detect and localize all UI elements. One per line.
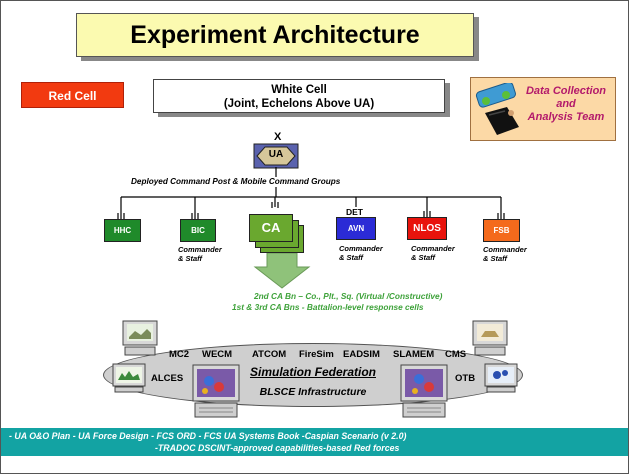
unit-avn: AVN	[336, 217, 376, 240]
data-analyst-icon	[475, 83, 519, 135]
data-collection-line1: Data Collection	[525, 85, 607, 97]
references-bar	[1, 428, 628, 456]
commander-staff-avn: Commander & Staff	[339, 244, 383, 262]
computer-terminal-icon	[192, 364, 240, 418]
commander-staff-nlos-line2: & Staff	[411, 253, 436, 262]
unit-hhc: HHC	[104, 219, 141, 242]
computer-terminal-icon	[112, 363, 146, 393]
ua-label: UA	[268, 149, 284, 160]
unit-nlos: NLOS	[407, 217, 447, 240]
commander-staff-fsb: Commander & Staff	[483, 245, 527, 263]
data-collection-label: Data Collection and Analysis Team	[522, 85, 610, 124]
military-unit-symbol-icon	[253, 143, 299, 169]
sim-mc2: MC2	[169, 349, 190, 360]
commander-staff-avn-line1: Commander	[339, 244, 383, 253]
simulation-federation-label: Simulation Federation	[249, 365, 376, 379]
blsce-infrastructure-label: BLSCE Infrastructure	[259, 386, 367, 398]
ua-echelon-mark: X	[274, 131, 282, 143]
green-note-1: 2nd CA Bn – Co., Plt., Sq. (Virtual /Con…	[254, 291, 443, 301]
down-arrow-icon	[253, 253, 311, 289]
sim-alces: ALCES	[151, 373, 184, 384]
computer-terminal-icon	[472, 320, 508, 356]
simulation-federation-ellipse	[103, 343, 523, 407]
commander-staff-avn-line2: & Staff	[339, 253, 364, 262]
commander-staff-nlos-line1: Commander	[411, 244, 455, 253]
red-cell-box: Red Cell	[21, 82, 124, 108]
commander-staff-bic-line2: & Staff	[178, 254, 203, 263]
white-cell-box: White Cell (Joint, Echelons Above UA)	[153, 79, 445, 113]
slide-title: Experiment Architecture	[76, 13, 474, 57]
sim-otb: OTB	[455, 373, 476, 384]
avn-prefix: DET	[346, 207, 363, 217]
computer-terminal-icon	[484, 363, 518, 393]
sim-wecm: WECM	[202, 349, 233, 360]
computer-terminal-icon	[400, 364, 448, 418]
deployed-command-label: Deployed Command Post & Mobile Command G…	[131, 177, 341, 186]
data-collection-line2: and	[556, 98, 576, 110]
green-note-2: 1st & 3rd CA Bns - Battalion-level respo…	[232, 302, 424, 312]
references-line-1: - UA O&O Plan - UA Force Design - FCS OR…	[9, 431, 407, 441]
commander-staff-bic-line1: Commander	[178, 245, 222, 254]
unit-bic: BIC	[180, 219, 216, 242]
commander-staff-bic: Commander & Staff	[178, 245, 222, 263]
computer-terminal-icon	[122, 320, 158, 356]
sim-atcom: ATCOM	[252, 349, 287, 360]
commander-staff-fsb-line1: Commander	[483, 245, 527, 254]
sim-slamem: SLAMEM	[393, 349, 435, 360]
white-cell-line1: White Cell	[271, 84, 327, 96]
data-collection-line3: Analysis Team	[527, 111, 605, 123]
commander-staff-fsb-line2: & Staff	[483, 254, 508, 263]
commander-staff-nlos: Commander & Staff	[411, 244, 455, 262]
references-line-2: -TRADOC DSCINT-approved capabilities-bas…	[155, 443, 400, 453]
sim-firesim: FireSim	[299, 349, 334, 360]
unit-fsb: FSB	[483, 219, 520, 242]
unit-ca: CA	[249, 214, 293, 242]
white-cell-line2: (Joint, Echelons Above UA)	[223, 98, 375, 110]
sim-cms: CMS	[445, 349, 467, 360]
sim-eadsim: EADSIM	[343, 349, 380, 360]
